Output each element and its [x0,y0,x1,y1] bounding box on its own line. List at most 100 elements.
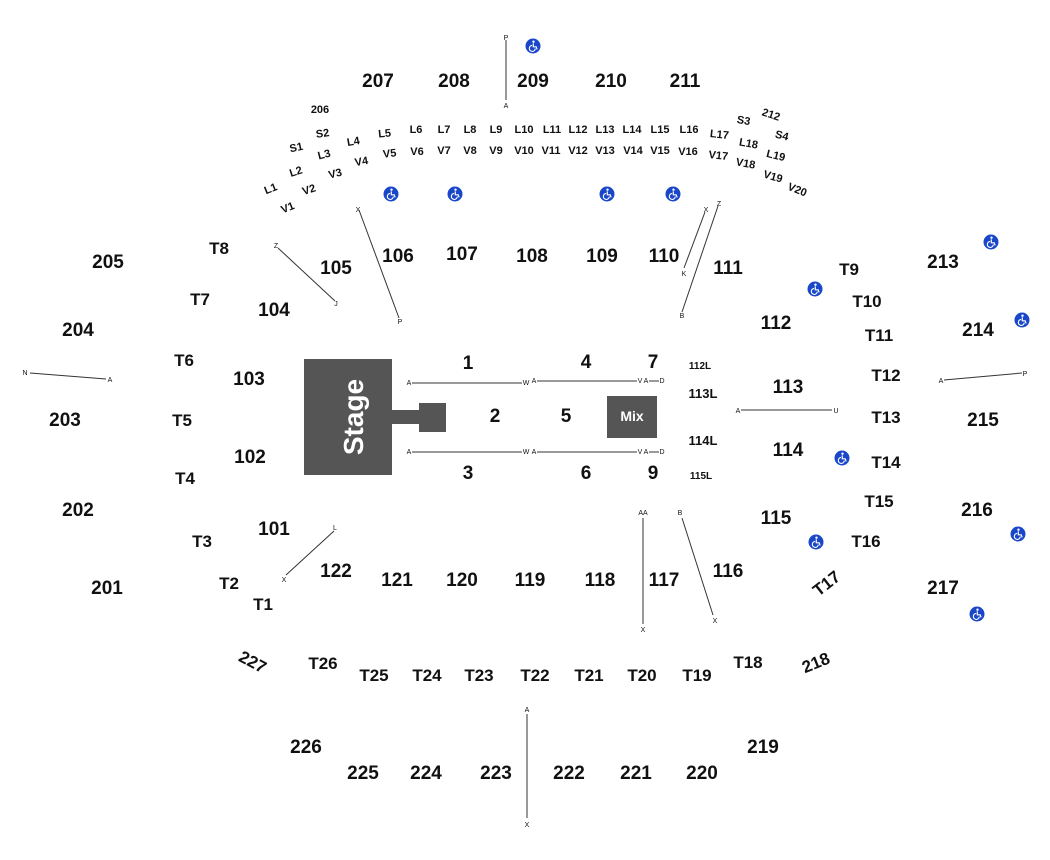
section-l2[interactable]: L2 [288,164,304,179]
floor-section-4[interactable]: 4 [581,352,592,373]
section-l11[interactable]: L11 [543,124,561,136]
section-l17[interactable]: L17 [709,128,729,142]
section-v6[interactable]: V6 [410,146,423,158]
section-227[interactable]: 227 [236,647,270,677]
section-t24[interactable]: T24 [412,666,442,685]
section-l3[interactable]: L3 [317,148,332,163]
section-202[interactable]: 202 [62,500,94,521]
section-t21[interactable]: T21 [574,666,603,685]
section-213[interactable]: 213 [927,252,959,273]
section-l13[interactable]: L13 [596,124,615,136]
section-s3[interactable]: S3 [736,114,751,128]
section-t18[interactable]: T18 [733,653,762,672]
section-s4[interactable]: S4 [774,129,791,144]
section-l6[interactable]: L6 [410,124,423,136]
section-102[interactable]: 102 [234,447,266,468]
section-211[interactable]: 211 [670,71,701,92]
section-t16[interactable]: T16 [851,532,880,551]
floor-section-7[interactable]: 7 [648,352,659,373]
section-l14[interactable]: L14 [623,124,643,136]
section-v9[interactable]: V9 [489,145,502,157]
section-117[interactable]: 117 [649,570,680,591]
section-205[interactable]: 205 [92,252,124,273]
section-219[interactable]: 219 [747,737,779,758]
section-223[interactable]: 223 [480,763,512,784]
section-201[interactable]: 201 [91,578,123,599]
floor-section-5[interactable]: 5 [561,406,572,427]
section-214[interactable]: 214 [962,320,994,341]
section-207[interactable]: 207 [362,71,394,92]
section-s1[interactable]: S1 [289,141,305,156]
section-111[interactable]: 111 [713,258,743,279]
section-t14[interactable]: T14 [871,453,901,472]
section-t9[interactable]: T9 [839,260,859,279]
section-t22[interactable]: T22 [520,666,549,685]
section-t4[interactable]: T4 [175,469,195,488]
section-l10[interactable]: L10 [515,124,534,136]
section-v13[interactable]: V13 [595,145,615,157]
section-t1[interactable]: T1 [253,595,273,614]
section-t2[interactable]: T2 [219,574,239,593]
section-t25[interactable]: T25 [359,666,388,685]
section-v8[interactable]: V8 [463,145,476,157]
section-t23[interactable]: T23 [464,666,493,685]
section-209[interactable]: 209 [517,71,549,92]
section-103[interactable]: 103 [233,369,265,390]
section-t11[interactable]: T11 [865,326,893,345]
section-104[interactable]: 104 [258,300,290,321]
floor-section-6[interactable]: 6 [581,463,592,484]
section-109[interactable]: 109 [586,246,618,267]
section-107[interactable]: 107 [446,244,478,265]
section-v5[interactable]: V5 [382,147,397,160]
section-115[interactable]: 115 [761,508,792,529]
section-101[interactable]: 101 [258,519,290,540]
floor-section-2[interactable]: 2 [490,406,501,427]
section-l18[interactable]: L18 [738,136,759,151]
section-108[interactable]: 108 [516,246,548,267]
section-206[interactable]: 206 [311,104,329,116]
section-218[interactable]: 218 [799,649,832,677]
section-210[interactable]: 210 [595,71,627,92]
section-225[interactable]: 225 [347,763,379,784]
section-t7[interactable]: T7 [190,290,210,309]
section-v7[interactable]: V7 [437,145,450,157]
section-l15[interactable]: L15 [651,124,670,136]
section-v17[interactable]: V17 [708,149,729,163]
section-t6[interactable]: T6 [174,351,194,370]
section-v11[interactable]: V11 [542,145,561,157]
section-113[interactable]: 113 [773,377,804,398]
section-v4[interactable]: V4 [354,155,370,169]
floor-section-3[interactable]: 3 [463,463,474,484]
section-122[interactable]: 122 [320,561,352,582]
section-t5[interactable]: T5 [172,411,192,430]
section-l9[interactable]: L9 [490,124,503,136]
section-t13[interactable]: T13 [871,408,900,427]
section-208[interactable]: 208 [438,71,470,92]
section-l12[interactable]: L12 [569,124,588,136]
section-204[interactable]: 204 [62,320,94,341]
section-l5[interactable]: L5 [378,127,392,140]
section-217[interactable]: 217 [927,578,959,599]
section-v12[interactable]: V12 [568,145,588,157]
section-105[interactable]: 105 [320,258,352,279]
section-v16[interactable]: V16 [678,146,698,158]
section-t8[interactable]: T8 [209,239,229,258]
section-221[interactable]: 221 [620,763,652,784]
section-212[interactable]: 212 [760,107,781,124]
section-l1[interactable]: L1 [263,181,279,197]
section-v2[interactable]: V2 [301,182,318,198]
section-t19[interactable]: T19 [682,666,711,685]
section-t12[interactable]: T12 [871,366,900,385]
section-112[interactable]: 112 [761,313,792,334]
section-110[interactable]: 110 [649,246,680,267]
section-v15[interactable]: V15 [650,145,670,157]
section-106[interactable]: 106 [382,246,414,267]
section-l19[interactable]: L19 [765,148,786,164]
section-222[interactable]: 222 [553,763,585,784]
floor-section-9[interactable]: 9 [648,463,659,484]
section-114[interactable]: 114 [773,440,804,461]
section-t17[interactable]: T17 [809,567,844,600]
section-l4[interactable]: L4 [346,135,362,149]
section-v10[interactable]: V10 [514,145,534,157]
section-l16[interactable]: L16 [680,124,699,136]
